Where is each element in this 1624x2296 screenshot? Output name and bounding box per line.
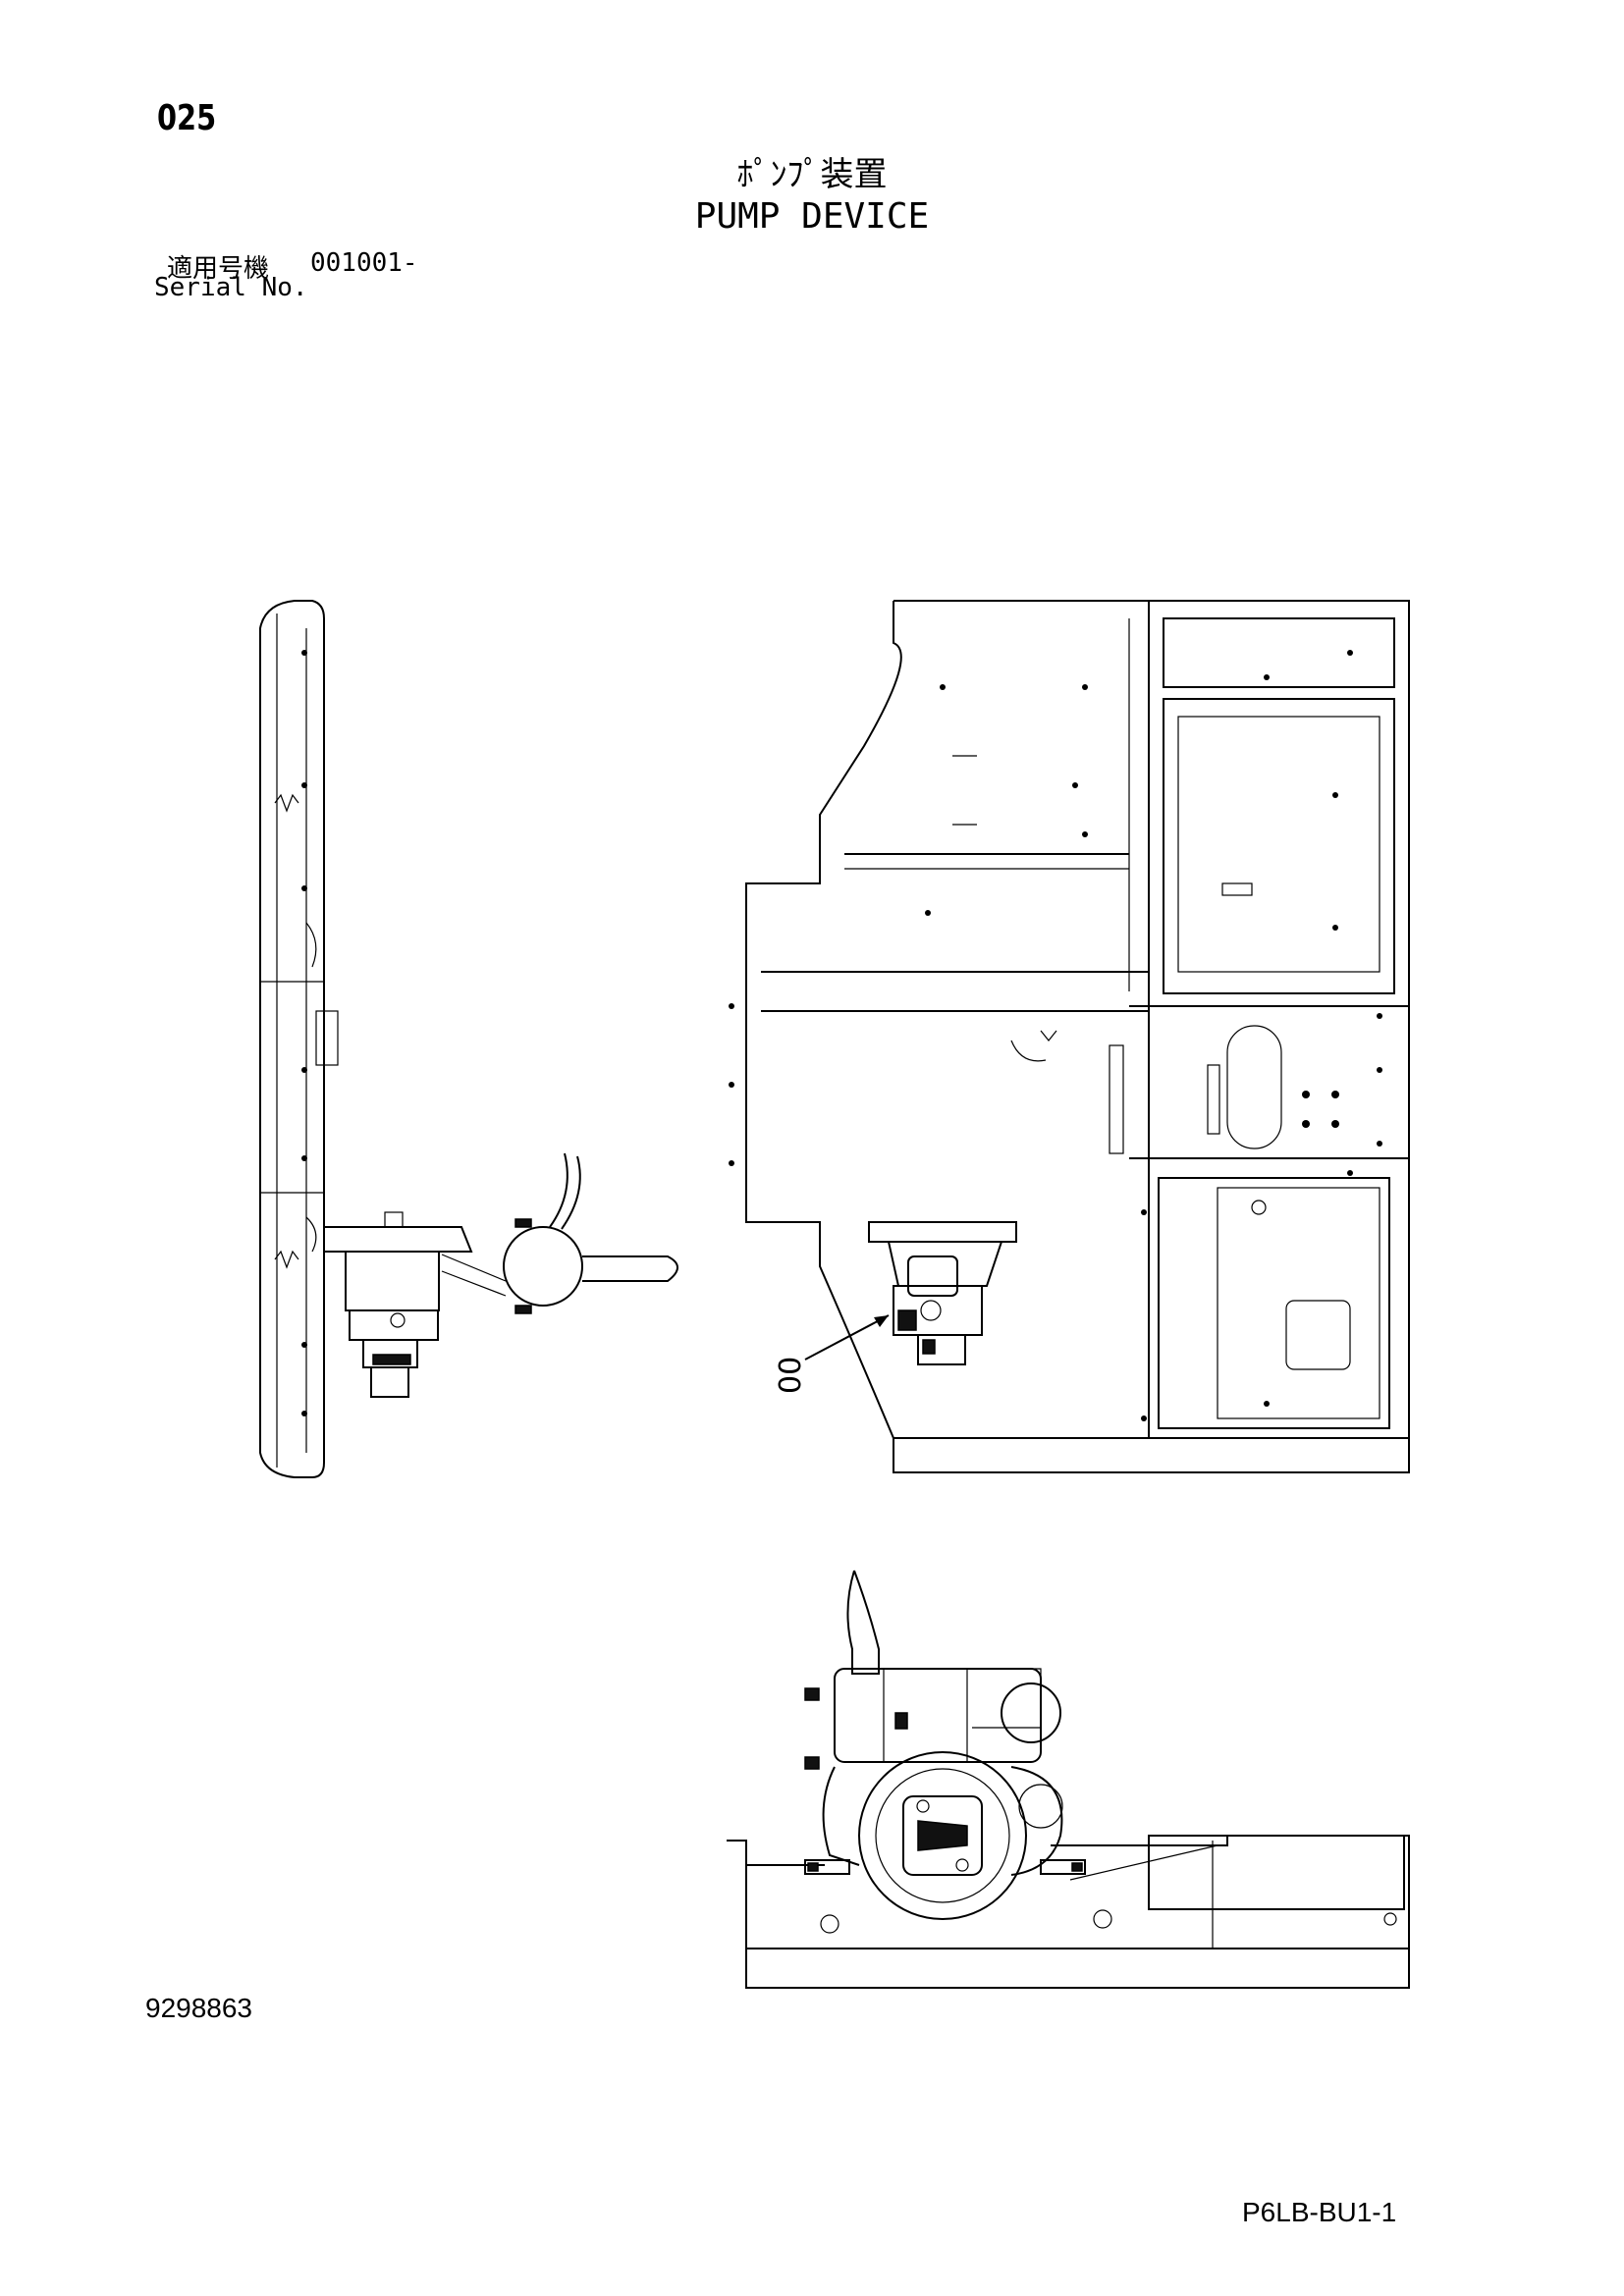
title-english: PUMP DEVICE — [694, 196, 930, 237]
rear-elevation-view — [727, 1570, 1410, 1989]
document-number: 9298863 — [145, 1993, 253, 2023]
page-number: 025 — [157, 98, 217, 138]
sheet-code: P6LB-BU1-1 — [1242, 2197, 1397, 2227]
serial-value: 001001- — [310, 248, 418, 278]
serial-label-english: Serial No. — [154, 273, 308, 302]
top-plan-view: 00 — [729, 600, 1410, 1473]
title-japanese: ﾎﾟﾝﾌﾟ装置 — [736, 155, 888, 194]
left-side-view — [259, 600, 678, 1478]
serial-label-japanese: 適用号機 — [167, 254, 270, 284]
callout-label: 00 — [774, 1357, 808, 1394]
